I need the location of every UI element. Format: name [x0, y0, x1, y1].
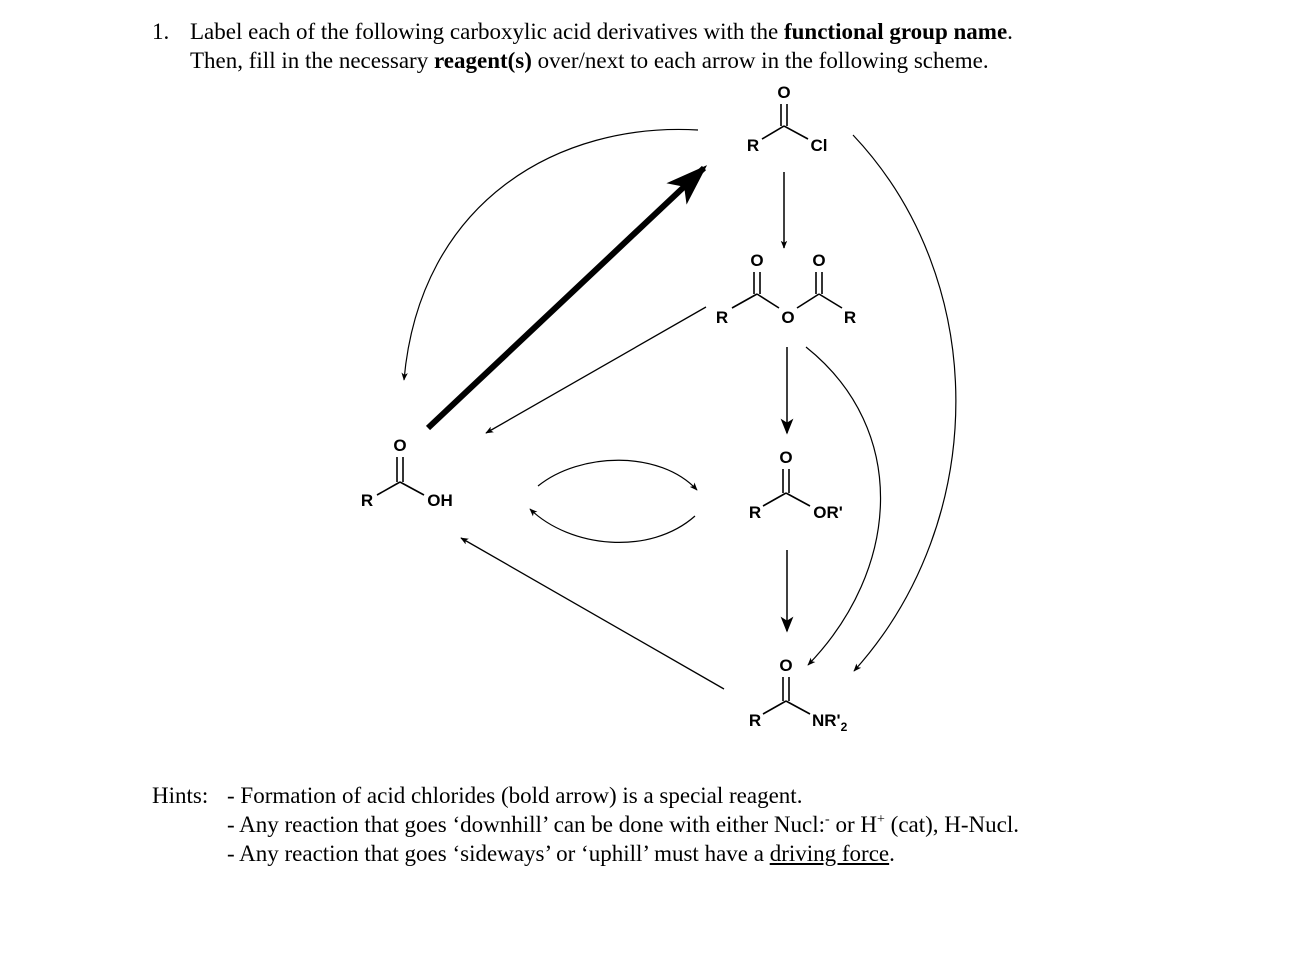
acid-oh: OH	[427, 491, 453, 510]
arrow-chloride-to-amide	[852, 134, 957, 672]
acid-chloride-r: R	[747, 136, 759, 155]
ester-structure: O R OR'	[749, 448, 843, 522]
carboxylic-acid-structure: O R OH	[361, 436, 453, 510]
anhydride-carbonyl-o-left: O	[750, 251, 763, 270]
question-line-2-end: over/next to each arrow in the following…	[531, 48, 989, 73]
arrow-acid-to-ester	[537, 459, 698, 491]
question-line-2: Then, fill in the necessary reagent(s) o…	[190, 46, 989, 75]
acid-r: R	[361, 491, 373, 510]
anhydride-r-right: R	[844, 308, 856, 327]
question-line-1-bold: functional group name	[783, 19, 1008, 44]
anhydride-carbonyl-o-right: O	[812, 251, 825, 270]
question-line-1-end: .	[1007, 19, 1013, 44]
anhydride-bridge-o: O	[781, 308, 794, 327]
hint-1: - Formation of acid chlorides (bold arro…	[227, 783, 803, 808]
amide-carbonyl-o: O	[779, 656, 792, 675]
anhydride-structure: O O R O R	[716, 251, 856, 327]
question-line-2-text: Then, fill in the necessary	[190, 48, 434, 73]
acid-chloride-cl: Cl	[811, 136, 828, 155]
hints-label: Hints:	[152, 783, 209, 808]
arrow-anhydride-to-acid	[485, 306, 707, 434]
hint-3: - Any reaction that goes ‘sideways’ or ‘…	[227, 841, 895, 866]
question-line-2-bold: reagent(s)	[433, 48, 532, 73]
reaction-arrows	[401, 128, 957, 690]
anhydride-r-left: R	[716, 308, 728, 327]
acid-carbonyl-o: O	[393, 436, 406, 455]
question-line-1: Label each of the following carboxylic a…	[190, 17, 1013, 46]
arrow-anhydride-to-amide	[805, 346, 882, 666]
acid-chloride-structure: O R Cl	[747, 83, 828, 155]
arrow-ester-to-acid	[529, 508, 696, 543]
arrow-amide-to-acid	[460, 537, 725, 690]
hint-2: - Any reaction that goes ‘downhill’ can …	[227, 812, 1020, 837]
bold-arrow-acid-to-chloride	[425, 165, 708, 431]
ester-or: OR'	[813, 503, 843, 522]
amide-r: R	[749, 711, 761, 730]
amide-structure: O R NR'2	[749, 656, 848, 734]
question-number: 1.	[152, 19, 170, 44]
ester-carbonyl-o: O	[779, 448, 792, 467]
question-line-1-text: Label each of the following carboxylic a…	[190, 19, 784, 44]
driving-force-underlined: driving force	[769, 841, 890, 866]
amide-nr2: NR'2	[812, 711, 848, 734]
ester-r: R	[749, 503, 761, 522]
arrow-chloride-to-acid	[401, 128, 699, 381]
acid-chloride-carbonyl-o: O	[777, 83, 790, 102]
